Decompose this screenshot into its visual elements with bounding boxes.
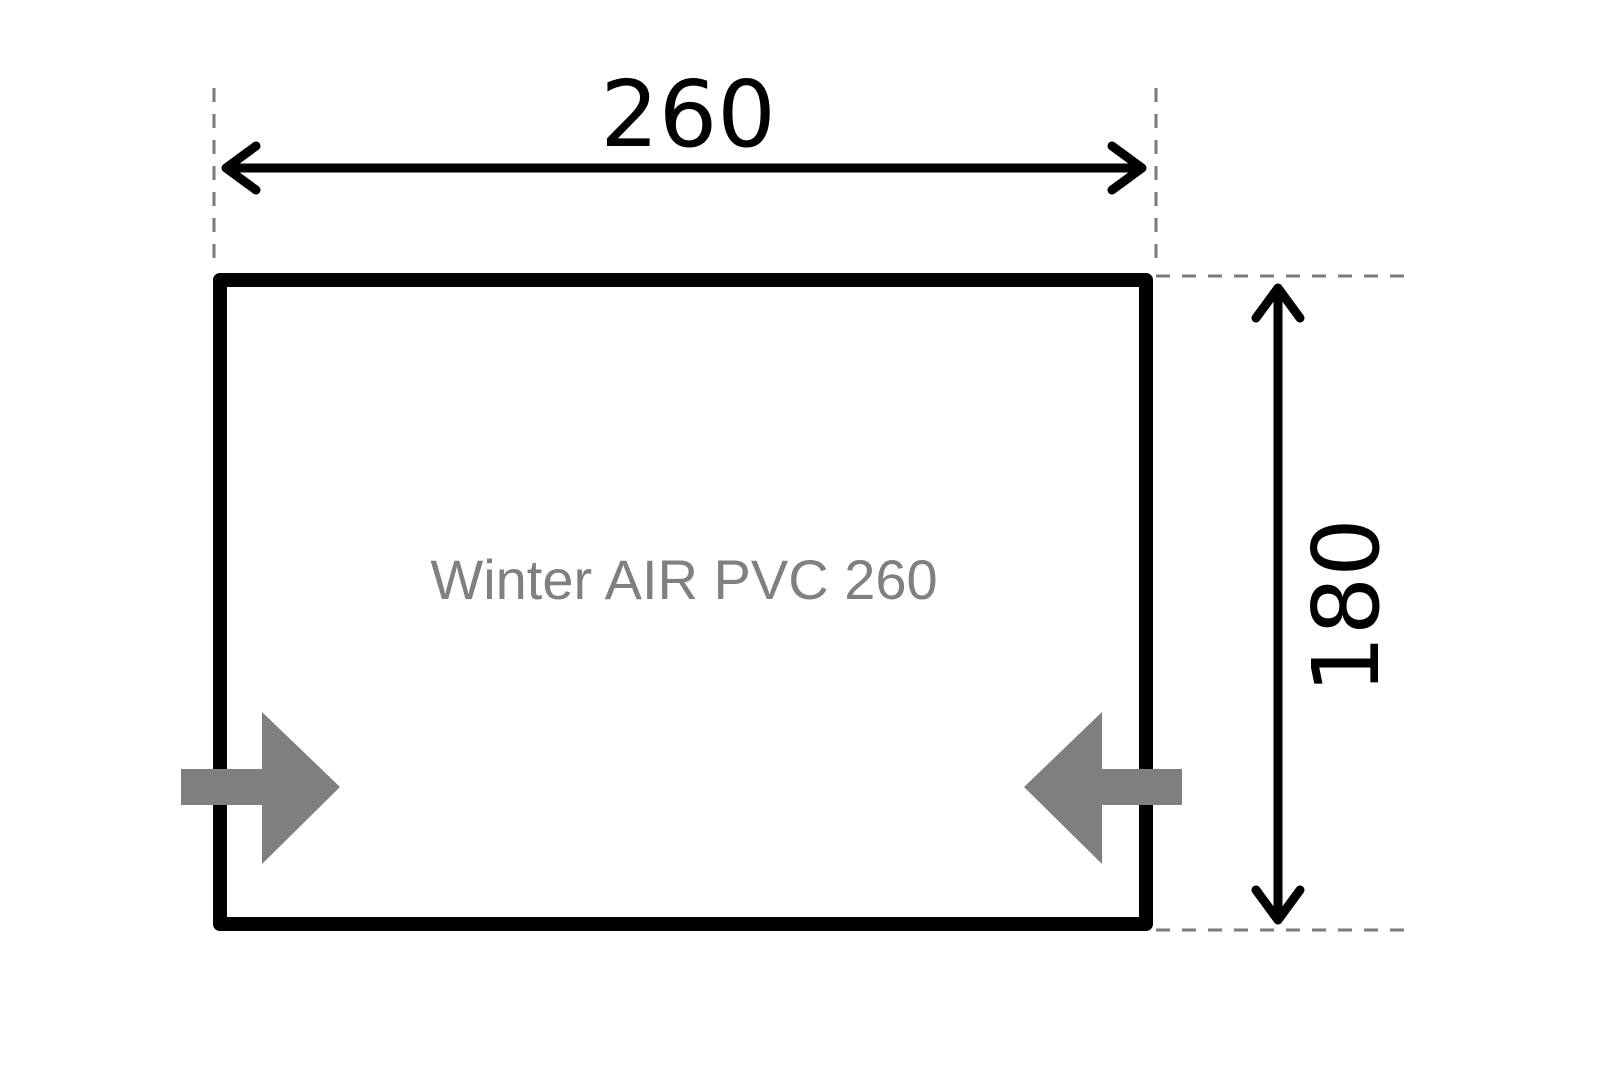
arrow-left-icon <box>1024 712 1182 864</box>
height-label: 180 <box>1293 518 1400 694</box>
arrowhead-down-icon <box>1251 885 1305 925</box>
arrowhead-right-icon <box>1107 141 1147 195</box>
product-name: Winter AIR PVC 260 <box>430 548 937 611</box>
height-dimension-arrow <box>1251 283 1305 925</box>
arrowhead-left-icon <box>221 141 261 195</box>
awning-outline <box>213 273 1153 931</box>
width-dimension-arrow <box>221 141 1147 195</box>
arrowhead-up-icon <box>1251 283 1305 323</box>
arrow-right-icon <box>181 712 340 864</box>
width-label: 260 <box>600 61 776 168</box>
extension-guides <box>212 88 1410 932</box>
